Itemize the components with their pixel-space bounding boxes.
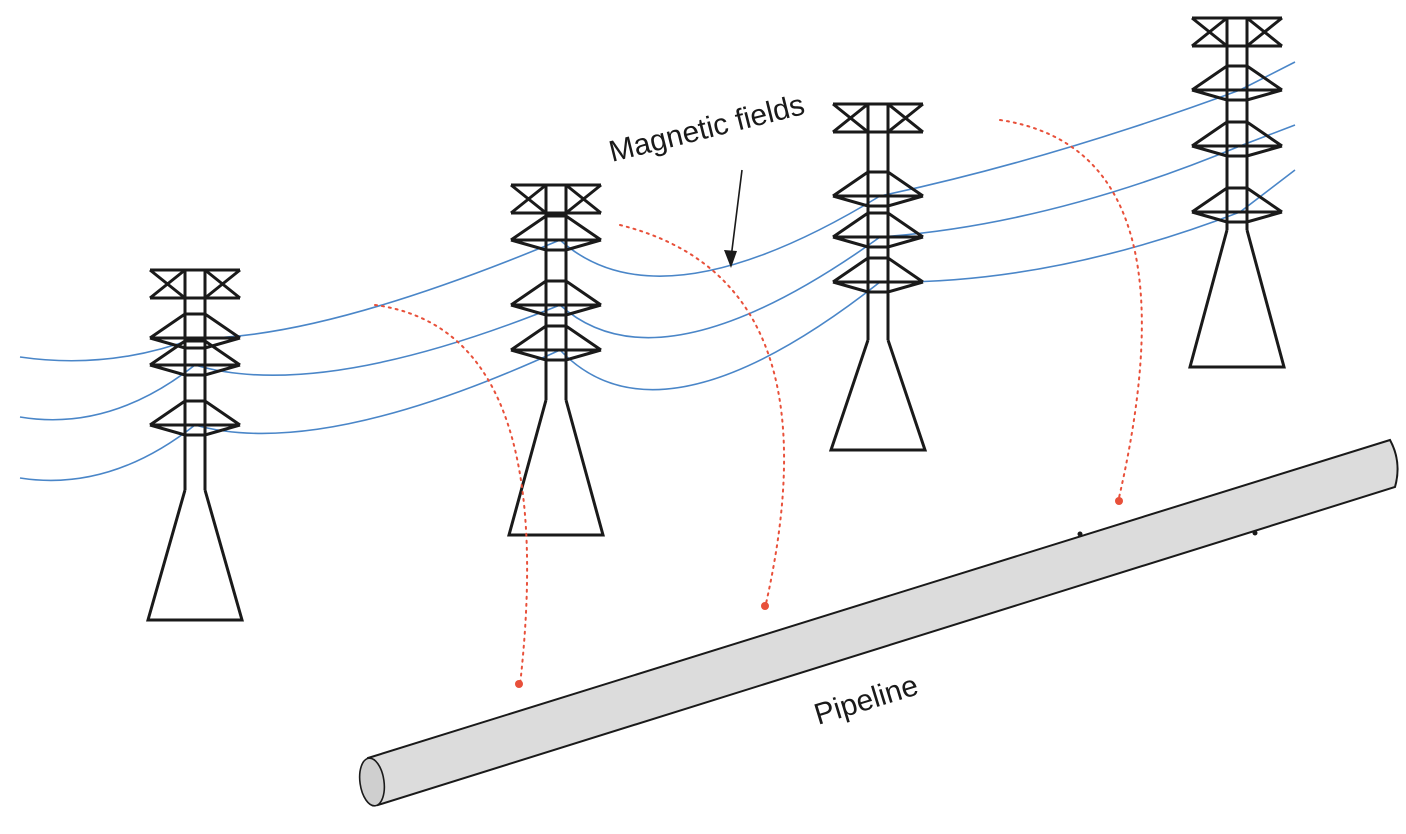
tower-2 <box>507 183 605 537</box>
conductor-top <box>19 61 1296 362</box>
tower-1-frame <box>146 268 244 622</box>
tower-2-frame <box>507 183 605 537</box>
pipeline-marker-2 <box>1252 530 1258 536</box>
tower-4 <box>1188 16 1286 369</box>
annotation-arrow-line <box>730 169 743 259</box>
field-line-3 <box>999 119 1143 503</box>
magnetic-fields-annotation: Magnetic fields <box>606 88 808 268</box>
tower-1 <box>146 268 244 622</box>
tower-4-frame <box>1188 16 1286 369</box>
tower-3 <box>828 102 928 452</box>
field-line-2-end <box>761 602 769 610</box>
pipeline-label: Pipeline <box>810 669 922 732</box>
transmission-towers <box>146 16 1286 622</box>
conductor-middle <box>19 124 1296 421</box>
pipeline-body <box>366 438 1399 807</box>
pipeline-marker-1 <box>1077 531 1083 537</box>
field-line-1-end <box>515 680 523 688</box>
field-line-1 <box>374 304 529 686</box>
field-line-3-end <box>1115 497 1123 505</box>
pipeline <box>358 438 1399 807</box>
annotation-arrowhead <box>724 250 737 268</box>
tower-3-frame <box>828 102 928 452</box>
magnetic-field-lines <box>374 119 1143 688</box>
magnetic-fields-label: Magnetic fields <box>606 88 808 168</box>
conductor-bottom <box>19 169 1296 482</box>
pipeline-end-cap <box>358 757 386 807</box>
field-line-2 <box>619 224 786 609</box>
